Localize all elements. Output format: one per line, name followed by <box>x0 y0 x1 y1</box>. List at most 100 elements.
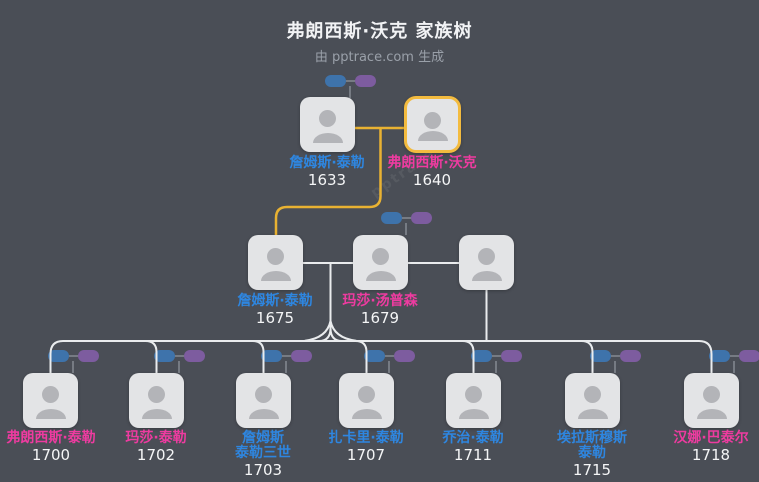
pill-stub-line <box>349 86 351 98</box>
person-name: 弗朗西斯·沃克 <box>387 155 477 171</box>
person-avatar-icon <box>248 409 279 419</box>
parent-links <box>709 350 759 373</box>
parent-links <box>471 350 522 373</box>
pill-connector-line <box>730 355 739 357</box>
person-label: 玛莎·汤普森 1679 <box>320 293 440 327</box>
pill-connector-line <box>69 355 78 357</box>
link-pill-purple-icon[interactable] <box>355 75 376 87</box>
person-label: 扎卡里·泰勒 1707 <box>306 430 426 464</box>
page-title: 弗朗西斯·沃克 家族树 <box>286 21 473 42</box>
person-label: 詹姆斯·泰勒 1675 <box>215 293 335 327</box>
parent-links <box>261 350 312 373</box>
person-avatar-icon <box>696 409 727 419</box>
person-avatar-icon <box>141 409 172 419</box>
person-avatar-icon <box>35 409 66 419</box>
person-birth-year: 1700 <box>31 446 71 464</box>
person-label: 弗朗西斯·泰勒 1700 <box>0 430 111 464</box>
person-birth-year: 1718 <box>691 446 731 464</box>
person-avatar-icon <box>478 248 495 265</box>
pill-stub-line <box>495 361 497 373</box>
person-avatar-icon <box>458 409 489 419</box>
person-card-martha-taylor-1702[interactable] <box>129 373 184 428</box>
person-label: 埃拉斯穆斯 泰勒 1715 <box>532 430 652 479</box>
person-card-francis-walker-1640[interactable] <box>404 96 461 153</box>
link-pill-purple-icon[interactable] <box>620 350 641 362</box>
person-avatar-icon <box>365 271 396 281</box>
pill-stub-line <box>178 361 180 373</box>
person-avatar-icon <box>471 271 502 281</box>
person-avatar-icon <box>267 248 284 265</box>
person-card-george-taylor-1711[interactable] <box>446 373 501 428</box>
link-pill-blue-icon[interactable] <box>261 350 282 362</box>
parent-links <box>590 350 641 373</box>
link-pill-blue-icon[interactable] <box>709 350 730 362</box>
link-pill-blue-icon[interactable] <box>154 350 175 362</box>
link-pill-purple-icon[interactable] <box>78 350 99 362</box>
person-label: 汉娜·巴泰尔 1718 <box>651 431 759 464</box>
person-birth-year: 1640 <box>412 171 452 189</box>
person-card-hannah-bartell-1718[interactable] <box>684 373 739 428</box>
person-card-james-taylor-1675[interactable] <box>248 235 303 290</box>
person-avatar-icon <box>260 271 291 281</box>
link-pill-blue-icon[interactable] <box>471 350 492 362</box>
link-pill-purple-icon[interactable] <box>501 350 522 362</box>
pill-connector-line <box>402 217 411 219</box>
person-avatar-icon <box>319 110 336 127</box>
link-pill-blue-icon[interactable] <box>590 350 611 362</box>
person-avatar-icon <box>42 386 59 403</box>
pill-stub-line <box>614 361 616 373</box>
person-label: 玛莎·泰勒 1702 <box>96 430 216 464</box>
parent-links <box>325 75 376 98</box>
person-name: 扎卡里·泰勒 <box>328 430 404 446</box>
person-birth-year: 1715 <box>572 461 612 479</box>
person-card-francis-taylor-1700[interactable] <box>23 373 78 428</box>
generator-credit: 由 pptrace.com 生成 <box>314 50 445 65</box>
person-card-martha-thompson-1679[interactable] <box>353 235 408 290</box>
person-birth-year: 1703 <box>243 461 283 479</box>
person-label: 詹姆斯 泰勒三世 1703 <box>203 431 323 479</box>
link-pill-purple-icon[interactable] <box>394 350 415 362</box>
person-name: 詹姆斯·泰勒 <box>289 155 365 171</box>
link-pill-blue-icon[interactable] <box>364 350 385 362</box>
person-avatar-icon <box>372 248 389 265</box>
person-card-james-taylor-iii-1703[interactable] <box>236 373 291 428</box>
person-card-james-taylor-1633[interactable] <box>300 97 355 152</box>
person-avatar-icon <box>703 386 720 403</box>
pill-stub-line <box>388 361 390 373</box>
person-avatar-icon <box>577 409 608 419</box>
person-card-unnamed-spouse[interactable] <box>459 235 514 290</box>
person-birth-year: 1633 <box>307 171 347 189</box>
person-card-erasmus-taylor-1715[interactable] <box>565 373 620 428</box>
person-avatar-icon <box>358 386 375 403</box>
link-pill-purple-icon[interactable] <box>739 350 759 362</box>
person-name: 埃拉斯穆斯 泰勒 <box>557 430 627 461</box>
pill-connector-line <box>282 355 291 357</box>
link-pill-blue-icon[interactable] <box>381 212 402 224</box>
link-pill-purple-icon[interactable] <box>291 350 312 362</box>
link-pill-blue-icon[interactable] <box>48 350 69 362</box>
person-name: 弗朗西斯·泰勒 <box>6 430 96 446</box>
person-birth-year: 1707 <box>346 446 386 464</box>
link-pill-purple-icon[interactable] <box>184 350 205 362</box>
person-label: 乔治·泰勒 1711 <box>413 431 533 464</box>
person-label: 詹姆斯·泰勒 1633 <box>267 155 387 189</box>
person-card-zachary-taylor-1707[interactable] <box>339 373 394 428</box>
link-pill-blue-icon[interactable] <box>325 75 346 87</box>
pill-connector-line <box>175 355 184 357</box>
person-name: 玛莎·泰勒 <box>125 430 187 446</box>
person-name: 詹姆斯·泰勒 <box>237 293 313 309</box>
parent-links <box>381 212 432 235</box>
pill-stub-line <box>72 361 74 373</box>
pill-stub-line <box>405 223 407 235</box>
person-avatar-icon <box>584 386 601 403</box>
person-name: 玛莎·汤普森 <box>342 293 418 309</box>
parent-links <box>364 350 415 373</box>
person-avatar-icon <box>417 131 448 141</box>
person-birth-year: 1675 <box>255 309 295 327</box>
person-avatar-icon <box>465 386 482 403</box>
person-label: 弗朗西斯·沃克 1640 <box>372 155 492 189</box>
parent-links <box>154 350 205 373</box>
link-pill-purple-icon[interactable] <box>411 212 432 224</box>
person-avatar-icon <box>312 133 343 143</box>
